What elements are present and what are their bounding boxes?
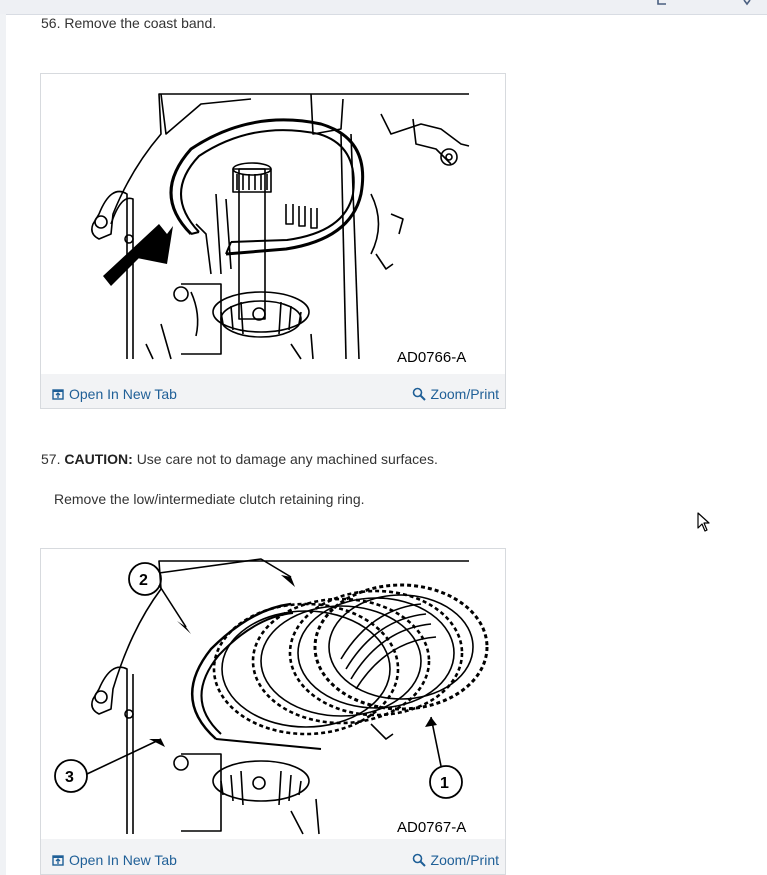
callout-2: 2 (139, 572, 148, 589)
caution-text: Use care not to damage any machined surf… (136, 451, 438, 467)
left-scroll-edge (0, 14, 6, 875)
figure-image[interactable]: 2 3 1 AD0767-A (41, 549, 505, 839)
open-in-new-tab-label: Open In New Tab (69, 386, 177, 402)
chevron-icon[interactable] (740, 0, 754, 10)
toolbar-icon[interactable] (656, 0, 670, 10)
step-57-instruction: Remove the low/intermediate clutch retai… (54, 491, 365, 507)
zoom-print-link[interactable]: Zoom/Print (412, 852, 499, 868)
open-in-new-tab-label: Open In New Tab (69, 852, 177, 868)
magnifier-icon (412, 387, 426, 401)
figure-footer: Open In New Tab Zoom/Print (41, 846, 505, 874)
step-number: 56. (41, 15, 61, 31)
figure-code: AD0767-A (397, 819, 466, 836)
figure-footer: Open In New Tab Zoom/Print (41, 380, 505, 408)
clutch-retaining-ring-illustration: 2 3 1 AD0767-A (54, 558, 489, 836)
open-new-tab-icon (52, 855, 64, 866)
zoom-print-link[interactable]: Zoom/Print (412, 386, 499, 402)
open-in-new-tab-link[interactable]: Open In New Tab (52, 386, 177, 402)
zoom-print-label: Zoom/Print (430, 852, 499, 868)
figure-card-ad0767: 2 3 1 AD0767-A Open In New Tab Zoom/Prin… (40, 548, 506, 875)
figure-card-ad0766: AD0766-A Open In New Tab Zoom/Print (40, 73, 506, 409)
top-toolbar-strip (0, 0, 767, 15)
callout-1: 1 (440, 775, 449, 792)
callout-3: 3 (65, 769, 74, 786)
coast-band-illustration: AD0766-A (91, 93, 470, 366)
step-56-text: 56. Remove the coast band. (41, 14, 216, 32)
caution-label: CAUTION: (64, 451, 133, 467)
mouse-pointer-icon (697, 512, 710, 532)
zoom-print-label: Zoom/Print (430, 386, 499, 402)
figure-code: AD0766-A (397, 349, 466, 366)
open-new-tab-icon (52, 389, 64, 400)
open-in-new-tab-link[interactable]: Open In New Tab (52, 852, 177, 868)
step-number: 57. (41, 451, 61, 467)
magnifier-icon (412, 853, 426, 867)
figure-image[interactable]: AD0766-A (41, 74, 505, 374)
step-instruction: Remove the coast band. (64, 15, 217, 31)
step-57-caution: 57. CAUTION: Use care not to damage any … (41, 450, 438, 468)
